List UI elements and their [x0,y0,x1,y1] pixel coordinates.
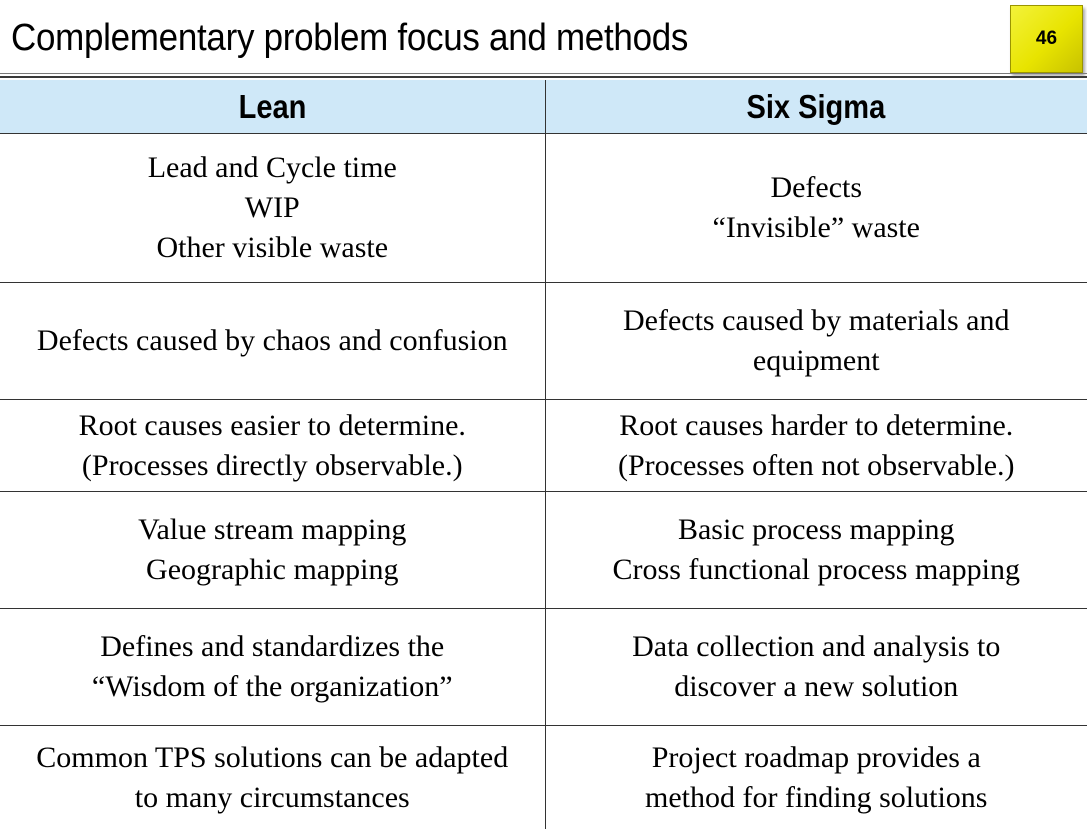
cell-line: Defects caused by chaos and confusion [36,324,508,357]
header-lean-label: Lean [238,87,307,125]
cell-line: WIP [244,191,300,224]
cell-line: Project roadmap provides a [651,741,981,774]
lean-cell: Defines and standardizes the “Wisdom of … [0,608,546,726]
cell-line: Defects [770,171,863,204]
six-sigma-cell: Project roadmap provides a method for fi… [545,726,1087,829]
title-divider-thin [0,73,1087,74]
header-six-sigma: Six Sigma [545,80,1087,134]
cell-line: Data collection and analysis to [632,630,1001,663]
header-row: Lean Six Sigma [0,80,1087,134]
slide-title: Complementary problem focus and methods [11,17,689,59]
cell-line: (Processes directly observable.) [81,448,463,482]
cell-line: to many circumstances [134,781,410,814]
header-six-sigma-label: Six Sigma [746,87,886,125]
table-row: Lead and Cycle time WIP Other visible wa… [0,133,1087,283]
cell-line: discover a new solution [674,670,959,703]
table-row: Value stream mapping Geographic mapping … [0,491,1087,609]
lean-cell: Lead and Cycle time WIP Other visible wa… [0,133,546,283]
cell-line: Root causes harder to determine. [619,408,1014,442]
six-sigma-cell: Root causes harder to determine. (Proces… [545,399,1087,492]
cell-line: “Wisdom of the organization” [91,670,453,703]
cell-line: Geographic mapping [146,553,399,586]
cell-line: Root causes easier to determine. [78,408,466,442]
cell-line: Basic process mapping [677,513,955,546]
lean-cell: Common TPS solutions can be adapted to m… [0,725,546,829]
cell-line: (Processes often not observable.) [617,448,1015,482]
lean-cell: Root causes easier to determine. (Proces… [0,399,546,492]
table-row: Root causes easier to determine. (Proces… [0,399,1087,492]
cell-line: Other visible waste [156,231,389,264]
cell-line: “Invisible” waste [712,211,920,244]
lean-cell: Defects caused by chaos and confusion [0,282,546,400]
lean-cell: Value stream mapping Geographic mapping [0,491,546,609]
cell-line: Value stream mapping [138,513,407,546]
six-sigma-cell: Defects caused by materials and equipmen… [545,282,1087,400]
six-sigma-cell: Defects “Invisible” waste [545,133,1087,283]
cell-line: Common TPS solutions can be adapted [36,741,509,774]
title-divider-thick [0,76,1087,78]
cell-line: Lead and Cycle time [147,151,397,184]
comparison-table: Lean Six Sigma Lead and Cycle time WIP O… [0,80,1087,829]
table-row: Defines and standardizes the “Wisdom of … [0,608,1087,726]
cell-line: Defines and standardizes the [100,630,445,663]
table-row: Defects caused by chaos and confusion De… [0,282,1087,400]
six-sigma-cell: Data collection and analysis to discover… [545,608,1087,726]
cell-line: Defects caused by materials and [623,304,1010,337]
cell-line: equipment [752,344,880,377]
table-row: Common TPS solutions can be adapted to m… [0,725,1087,829]
page-number-badge: 46 [1010,5,1083,73]
cell-line: method for finding solutions [645,781,988,814]
cell-line: Cross functional process mapping [612,553,1020,586]
six-sigma-cell: Basic process mapping Cross functional p… [545,491,1087,609]
header-lean: Lean [0,80,546,134]
